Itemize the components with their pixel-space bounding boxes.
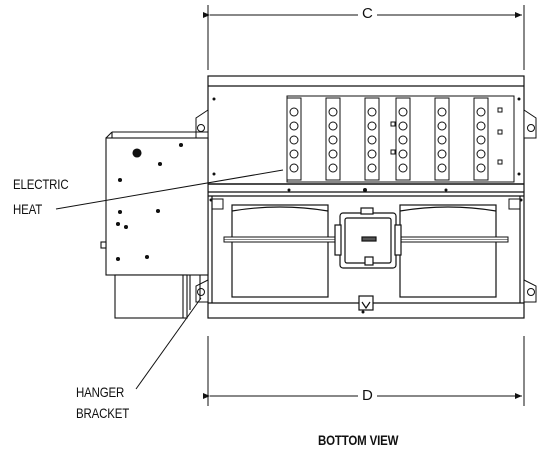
- heat-coil-ring: [367, 149, 377, 159]
- heat-coil-ring: [398, 135, 408, 145]
- heat-coil-ring: [289, 107, 299, 117]
- heat-coil-ring: [328, 107, 338, 117]
- blower-left: [231, 204, 329, 298]
- dimension-c-label: C: [358, 6, 377, 22]
- heat-coil-ring: [328, 149, 338, 159]
- corner-brackets: [211, 198, 521, 210]
- heat-coil-ring: [367, 107, 377, 117]
- heat-coil-ring: [437, 135, 447, 145]
- heat-coil-ring: [437, 149, 447, 159]
- terminal-square: [497, 107, 503, 113]
- leader-lines: [55, 169, 284, 390]
- heat-coil-ring: [476, 149, 486, 159]
- hanger-bracket-label-line2: BRACKET: [76, 405, 130, 421]
- heat-element-column: [286, 97, 302, 181]
- control-box: [100, 131, 209, 319]
- heat-element-column: [364, 97, 380, 181]
- heat-coil-ring: [367, 163, 377, 173]
- heat-coil-ring: [289, 149, 299, 159]
- heat-coil-ring: [476, 135, 486, 145]
- heat-coil-ring: [328, 135, 338, 145]
- heat-coil-ring: [328, 121, 338, 131]
- dimension-d-label: D: [358, 388, 377, 404]
- heat-element-column: [395, 97, 411, 181]
- terminal-square: [497, 129, 503, 135]
- heat-coil-ring: [398, 163, 408, 173]
- terminal-square: [497, 159, 503, 165]
- heat-coil-ring: [437, 121, 447, 131]
- heat-coil-ring: [289, 135, 299, 145]
- heat-element-column: [473, 97, 489, 181]
- terminal-square: [390, 149, 396, 155]
- heat-coil-ring: [328, 163, 338, 173]
- electric-heat-label-line1: ELECTRIC: [13, 176, 69, 192]
- heat-coil-ring: [476, 163, 486, 173]
- blower-right: [399, 204, 497, 298]
- heat-element-column: [434, 97, 450, 181]
- hanger-bracket-tabs: [195, 109, 537, 303]
- heat-coil-ring: [289, 121, 299, 131]
- blower-motor: [334, 207, 402, 269]
- terminal-square: [390, 121, 396, 127]
- heat-coil-ring: [476, 121, 486, 131]
- heat-coil-ring: [437, 163, 447, 173]
- drain-fitting: [358, 295, 374, 311]
- heat-coil-ring: [398, 121, 408, 131]
- heat-coil-ring: [367, 121, 377, 131]
- heat-coil-ring: [398, 149, 408, 159]
- electric-heat-label-line2: HEAT: [13, 201, 43, 217]
- view-caption: BOTTOM VIEW: [318, 432, 399, 448]
- heat-coil-ring: [398, 107, 408, 117]
- heat-coil-ring: [289, 163, 299, 173]
- heat-coil-ring: [476, 107, 486, 117]
- heat-coil-ring: [437, 107, 447, 117]
- hanger-bracket-label-line1: HANGER: [76, 384, 125, 400]
- heat-element-columns: [286, 97, 503, 181]
- heat-coil-ring: [367, 135, 377, 145]
- heat-element-column: [325, 97, 341, 181]
